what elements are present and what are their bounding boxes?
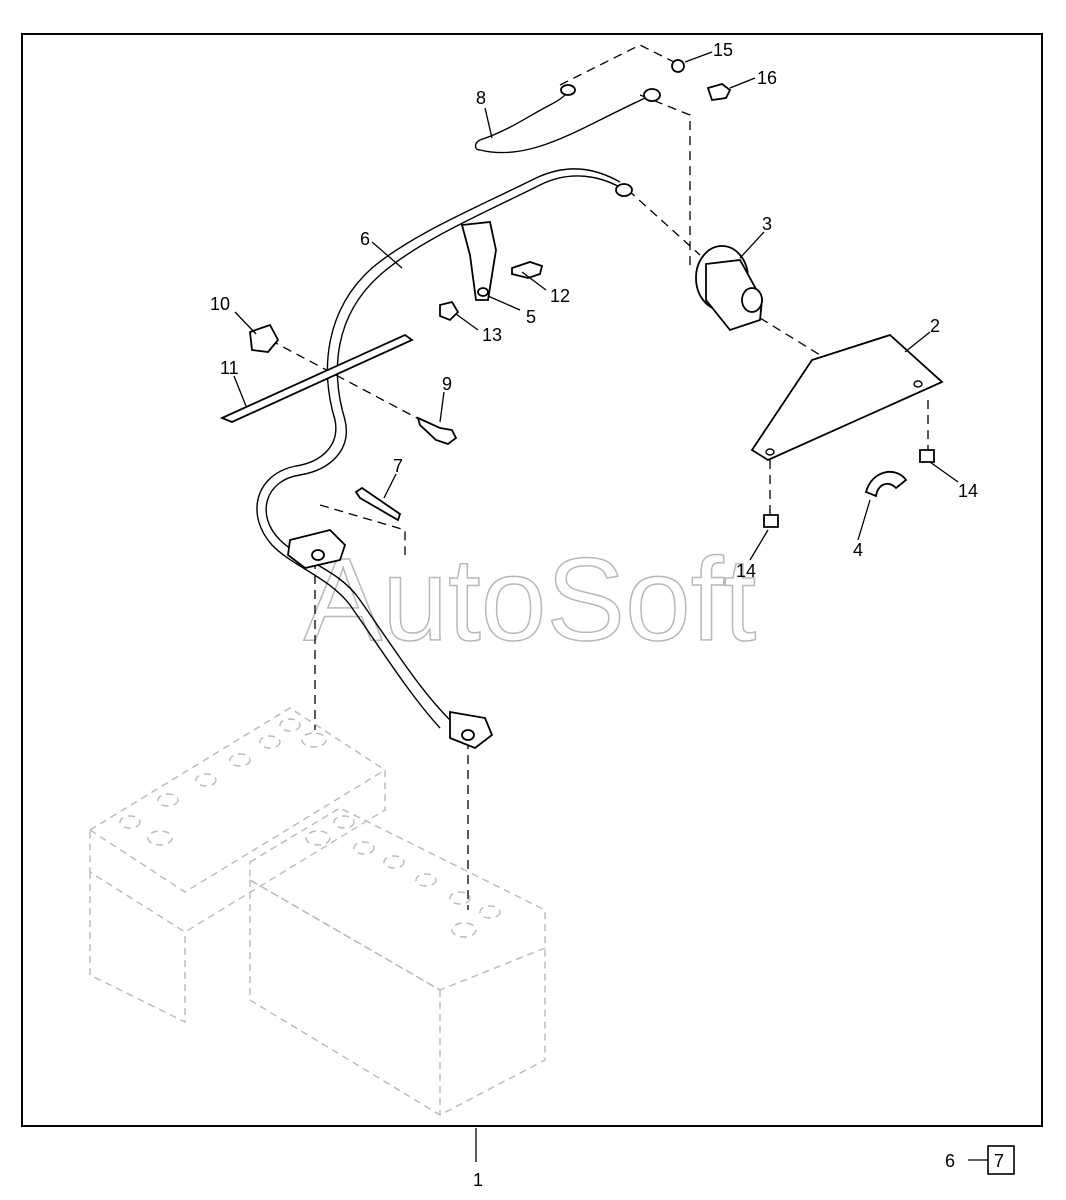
page-reference: 6 7 xyxy=(945,1145,1015,1175)
callout-14-b: 14 xyxy=(736,561,756,581)
fastener-9 xyxy=(416,416,458,446)
battery-left xyxy=(89,707,386,1024)
part-3-solenoid xyxy=(695,245,763,332)
part-6-cable xyxy=(256,168,633,750)
part-8-cable xyxy=(474,84,661,154)
assembly-lines xyxy=(269,44,929,910)
callout-11: 11 xyxy=(220,358,239,378)
callout-1: 1 xyxy=(473,1170,483,1190)
fastener-16 xyxy=(706,83,732,101)
fastener-7 xyxy=(354,486,402,522)
callout-7: 7 xyxy=(393,456,403,476)
fastener-12 xyxy=(511,261,544,279)
callout-12: 12 xyxy=(550,286,570,306)
page-ref-page: 6 xyxy=(945,1151,955,1171)
page-ref-sheet: 7 xyxy=(994,1151,1004,1171)
callout-13: 13 xyxy=(482,325,502,345)
diagram-frame xyxy=(21,33,1043,1127)
callout-4: 4 xyxy=(853,540,863,560)
page-ref-box xyxy=(987,1145,1015,1175)
callout-10: 10 xyxy=(210,294,230,314)
callout-14-a: 14 xyxy=(958,481,978,501)
part-4-grommet xyxy=(864,471,908,498)
part-10-clip xyxy=(249,323,280,353)
callout-3: 3 xyxy=(762,214,772,234)
leader-lines xyxy=(233,51,988,1162)
callout-16: 16 xyxy=(757,68,777,88)
fastener-14-a xyxy=(919,449,935,463)
callout-5: 5 xyxy=(526,307,536,327)
part-11-strap xyxy=(219,333,414,423)
callout-2: 2 xyxy=(930,316,940,336)
callout-9: 9 xyxy=(442,374,452,394)
callout-labels: 1 2 3 4 5 6 7 8 9 10 11 12 13 14 14 15 1… xyxy=(210,40,978,1190)
watermark: AutoSoft xyxy=(304,534,757,666)
callout-8: 8 xyxy=(476,88,486,108)
battery-right xyxy=(249,807,546,1116)
callout-6: 6 xyxy=(360,229,370,249)
callout-15: 15 xyxy=(713,40,733,60)
fastener-13 xyxy=(439,300,460,322)
fastener-15 xyxy=(671,59,685,73)
part-2-bracket xyxy=(750,333,944,462)
fastener-14-b xyxy=(763,514,779,528)
